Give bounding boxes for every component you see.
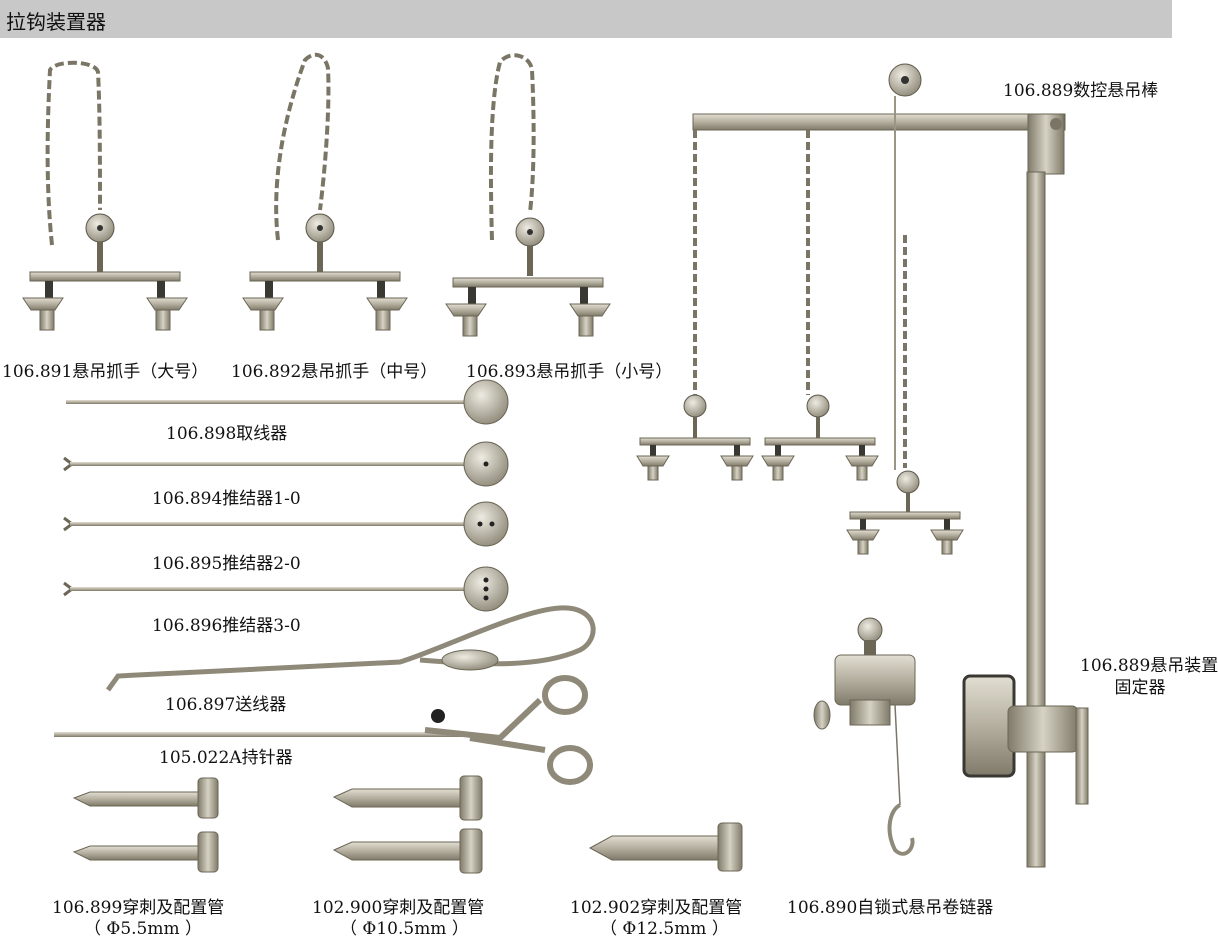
caption-trocar-5-5-line1: 106.899穿刺及配置管 [52, 898, 225, 918]
caption-fixator-line1: 106.889悬吊装置 [1080, 656, 1218, 676]
caption-grip-large: 106.891悬吊抓手（大号） [2, 362, 209, 382]
grip-large-illustration [22, 60, 188, 331]
self-locking-reel-illustration [813, 617, 916, 856]
caption-trocar-12-5-line2: （ Φ12.5mm ） [600, 919, 729, 939]
caption-grip-small: 106.893悬吊抓手（小号） [466, 362, 673, 382]
caption-needle-holder: 105.022A持针器 [159, 748, 293, 768]
caption-trocar-10-5-line1: 102.900穿刺及配置管 [312, 898, 485, 918]
cnc-suspension-rod-illustration [636, 63, 1066, 868]
caption-wire-taker: 106.898取线器 [166, 424, 288, 444]
trocar-5-5-illustration [72, 777, 219, 873]
caption-cnc-rod: 106.889数控悬吊棒 [1003, 81, 1159, 101]
caption-grip-medium: 106.892悬吊抓手（中号） [231, 362, 438, 382]
caption-wire-feeder: 106.897送线器 [165, 695, 287, 715]
header-bar: 拉钩装置器 [0, 0, 1172, 38]
needle-holder-illustration [54, 675, 593, 785]
caption-knot-pusher-3: 106.896推结器3-0 [152, 616, 301, 636]
wire-taker-illustration [66, 379, 509, 425]
caption-trocar-10-5-line2: （ Φ10.5mm ） [340, 919, 469, 939]
caption-trocar-12-5-line1: 102.902穿刺及配置管 [570, 898, 743, 918]
caption-knot-pusher-2: 106.895推结器2-0 [152, 554, 301, 574]
suspension-fixator-illustration [962, 674, 1089, 805]
trocar-10-5-illustration [332, 775, 483, 874]
grip-medium-illustration [242, 52, 408, 331]
knot-pusher-1-illustration [63, 441, 509, 487]
grip-small-illustration [445, 53, 611, 337]
caption-fixator-line2: 固定器 [1114, 678, 1166, 698]
caption-knot-pusher-1: 106.894推结器1-0 [152, 489, 301, 509]
trocar-12-5-illustration [588, 822, 743, 872]
caption-reel: 106.890自锁式悬吊卷链器 [787, 898, 994, 918]
knot-pusher-2-illustration [63, 501, 509, 547]
page-title: 拉钩装置器 [6, 10, 106, 34]
knot-pusher-3-illustration [63, 566, 509, 612]
wire-feeder-illustration [105, 605, 596, 692]
caption-trocar-5-5-line2: （ Φ5.5mm ） [84, 919, 203, 939]
